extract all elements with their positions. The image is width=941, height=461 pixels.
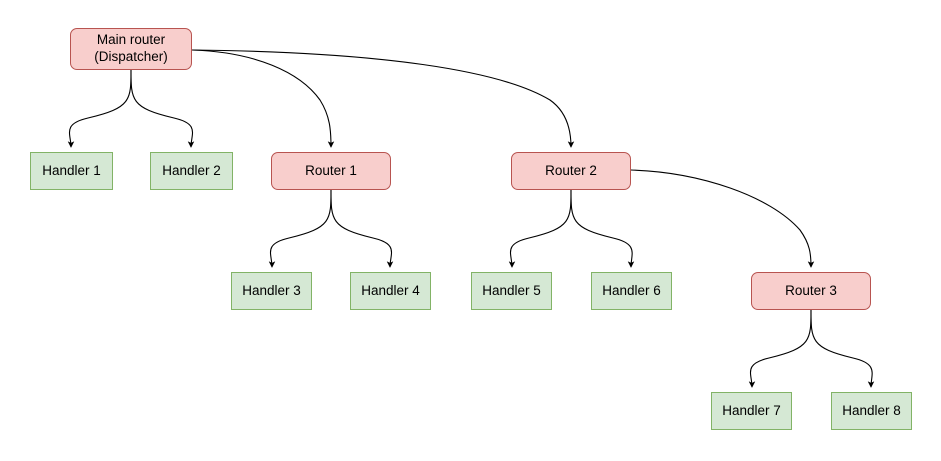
node-h5[interactable]: Handler 5 — [471, 272, 552, 310]
node-h6[interactable]: Handler 6 — [591, 272, 672, 310]
node-h2[interactable]: Handler 2 — [150, 152, 233, 190]
node-r3[interactable]: Router 3 — [751, 272, 871, 310]
node-h7[interactable]: Handler 7 — [711, 392, 792, 430]
node-h4[interactable]: Handler 4 — [350, 272, 431, 310]
edge-r3-to-h8 — [810, 309, 875, 388]
edge-r3-to-h7 — [748, 309, 812, 388]
node-h8[interactable]: Handler 8 — [831, 392, 912, 430]
edge-main-to-h1 — [67, 69, 132, 148]
node-h3[interactable]: Handler 3 — [231, 272, 312, 310]
edge-r1-to-h4 — [330, 189, 394, 268]
node-r2[interactable]: Router 2 — [511, 152, 631, 190]
edge-r1-to-h3 — [268, 189, 332, 268]
edge-r2-to-h6 — [570, 189, 635, 268]
node-main[interactable]: Main router (Dispatcher) — [70, 28, 192, 70]
edge-r2-to-r3 — [630, 169, 815, 268]
edge-group — [67, 49, 875, 388]
edge-main-to-r2 — [191, 49, 575, 148]
edge-main-to-r1 — [191, 49, 335, 148]
edge-r2-to-h5 — [508, 189, 572, 268]
edge-main-to-h2 — [130, 69, 195, 148]
node-h1[interactable]: Handler 1 — [30, 152, 113, 190]
node-r1[interactable]: Router 1 — [271, 152, 391, 190]
